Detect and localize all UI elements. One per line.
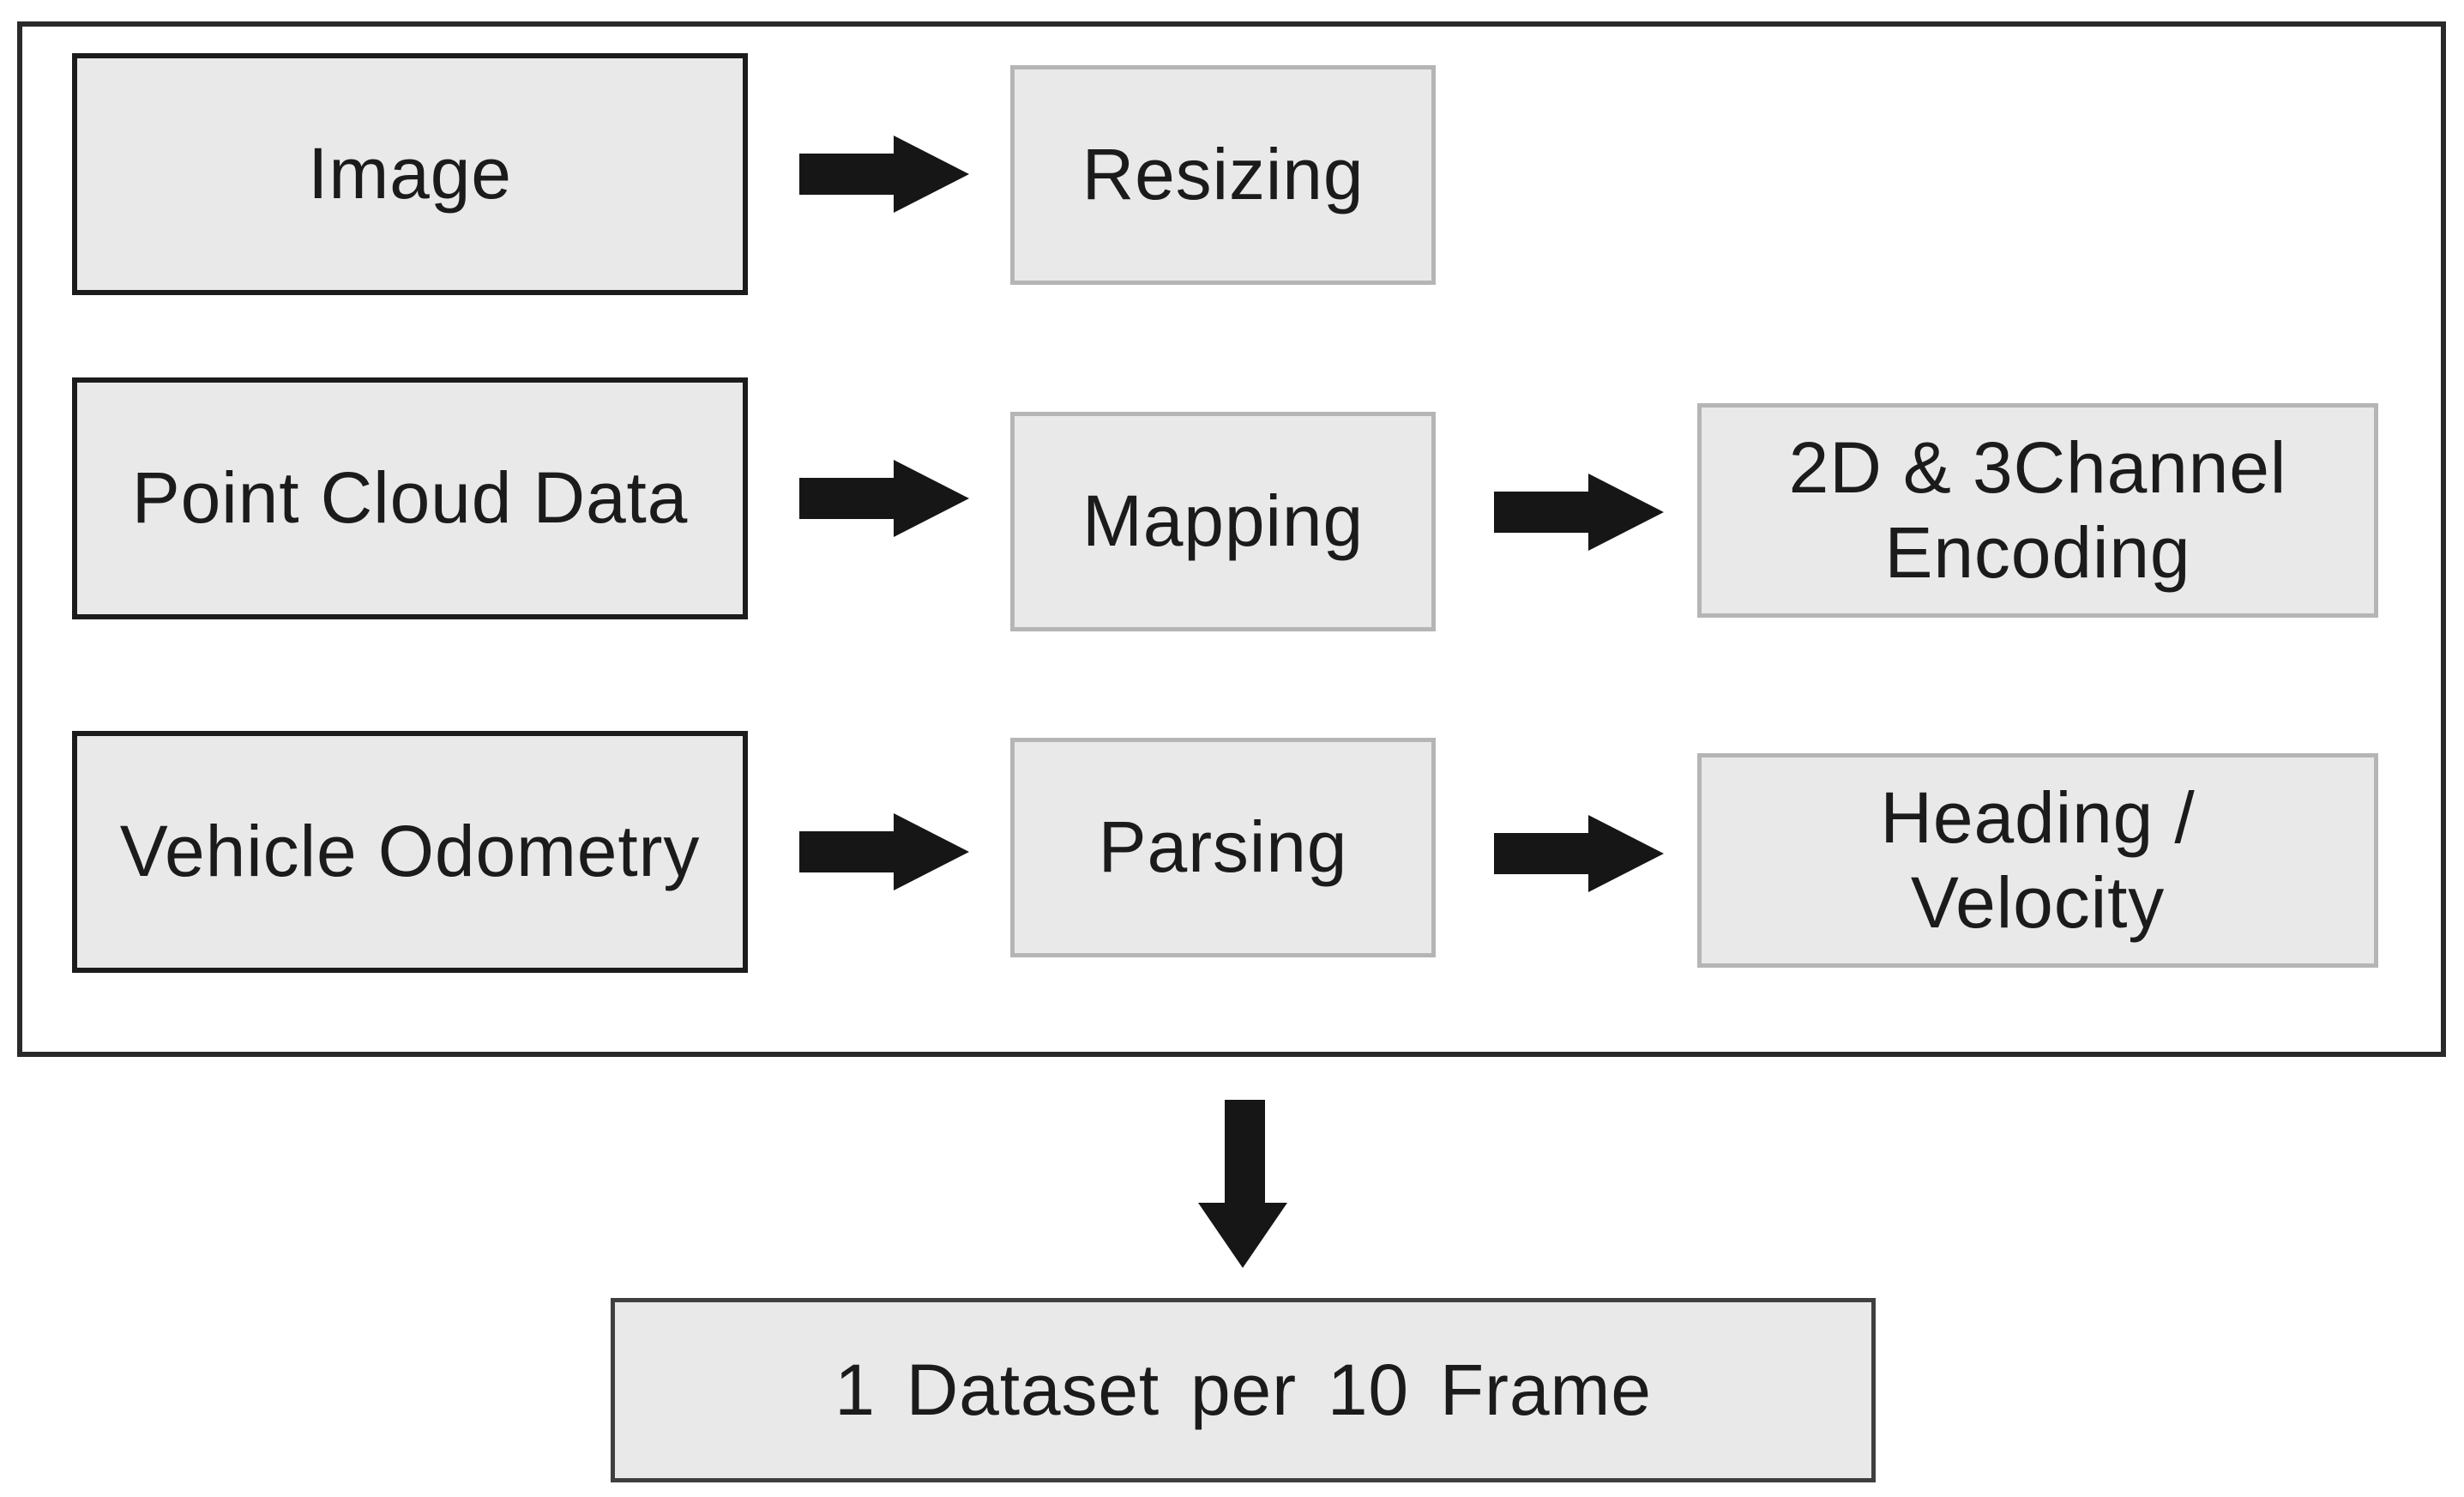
point-cloud-data-box-label: Point Cloud Data bbox=[131, 457, 689, 539]
right-arrow-icon bbox=[1494, 815, 1664, 892]
image-box-label: Image bbox=[308, 133, 512, 214]
heading-velocity-box: Heading / Velocity bbox=[1697, 753, 2378, 968]
resizing-box-label: Resizing bbox=[1081, 134, 1365, 215]
dataset-result-box: 1 Dataset per 10 Frame bbox=[611, 1298, 1876, 1482]
point-cloud-data-box: Point Cloud Data bbox=[72, 377, 748, 619]
vehicle-odometry-box-label: Vehicle Odometry bbox=[119, 811, 701, 892]
resizing-box: Resizing bbox=[1010, 65, 1436, 285]
right-arrow-icon bbox=[1494, 474, 1664, 551]
down-arrow-icon bbox=[1198, 1100, 1287, 1268]
right-arrow-icon bbox=[799, 813, 969, 890]
right-arrow-icon bbox=[799, 460, 969, 537]
vehicle-odometry-box: Vehicle Odometry bbox=[72, 731, 748, 973]
image-box: Image bbox=[72, 53, 748, 295]
dataset-result-box-label: 1 Dataset per 10 Frame bbox=[834, 1349, 1652, 1430]
parsing-box-label: Parsing bbox=[1098, 806, 1348, 888]
encoding-box-label: 2D & 3Channel Encoding bbox=[1788, 426, 2287, 593]
heading-velocity-box-label: Heading / Velocity bbox=[1880, 776, 2196, 943]
parsing-box: Parsing bbox=[1010, 738, 1436, 957]
mapping-box: Mapping bbox=[1010, 412, 1436, 631]
encoding-box: 2D & 3Channel Encoding bbox=[1697, 403, 2378, 618]
mapping-box-label: Mapping bbox=[1081, 480, 1365, 562]
right-arrow-icon bbox=[799, 136, 969, 213]
